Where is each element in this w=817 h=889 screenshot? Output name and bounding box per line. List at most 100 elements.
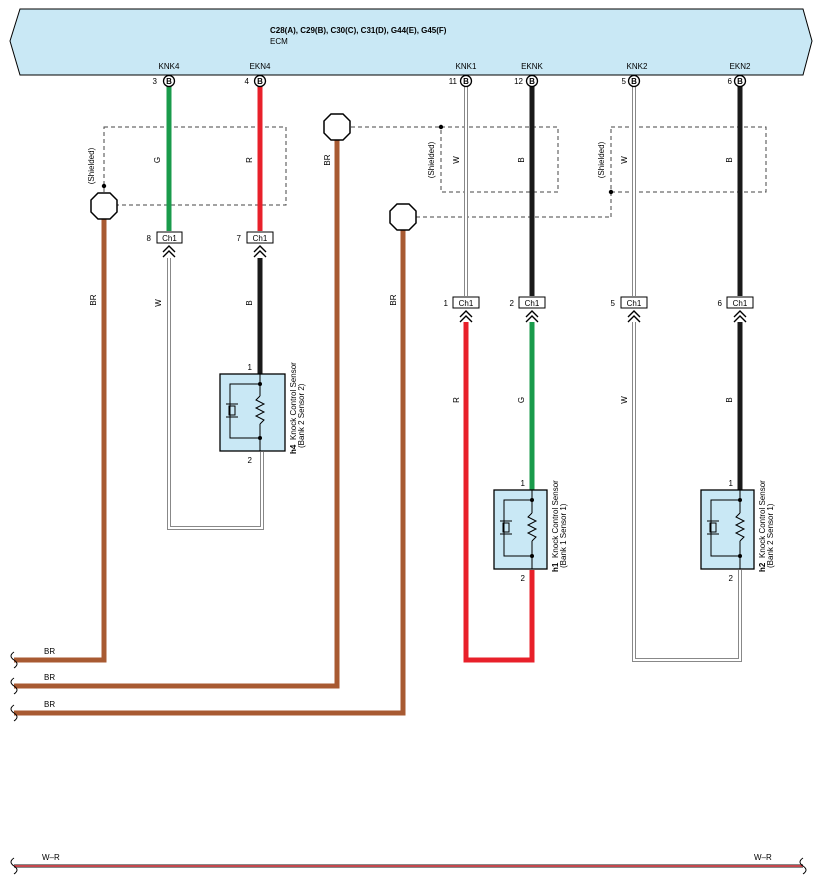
svg-text:1: 1 <box>521 479 526 488</box>
svg-text:Knock Control Sensor: Knock Control Sensor <box>758 480 767 558</box>
svg-text:Knock Control Sensor: Knock Control Sensor <box>551 480 560 558</box>
svg-text:(Bank 2 Sensor 1): (Bank 2 Sensor 1) <box>766 503 775 568</box>
svg-text:2: 2 <box>248 456 253 465</box>
svg-text:6: 6 <box>718 299 723 308</box>
wire-label: G <box>517 397 526 403</box>
svg-text:Ch1: Ch1 <box>525 299 540 308</box>
ecm-pin-knk4: B 3 <box>153 74 176 88</box>
svg-text:8: 8 <box>147 234 152 243</box>
wire-label: B <box>725 157 734 162</box>
svg-text:4: 4 <box>245 77 250 86</box>
shield-label: (Shielded) <box>597 141 606 178</box>
wire-label: BR <box>89 294 98 305</box>
wire-break-icon <box>10 704 18 722</box>
ground-wire-label: BR <box>44 673 55 682</box>
svg-text:3: 3 <box>153 77 158 86</box>
ecm-pin-knk2: B 5 <box>622 74 641 88</box>
wire-break-icon <box>10 651 18 669</box>
svg-text:5: 5 <box>611 299 616 308</box>
svg-text:(Bank 2 Sensor 2): (Bank 2 Sensor 2) <box>297 383 306 448</box>
svg-text:Ch1: Ch1 <box>627 299 642 308</box>
shield-label: (Shielded) <box>427 141 436 178</box>
ch1-connector-2: Ch1 2 <box>510 296 546 323</box>
knock-sensor-h2: 1 2 h2 Knock Control Sensor (Bank 2 Sens… <box>700 479 775 583</box>
svg-text:B: B <box>463 77 469 86</box>
svg-text:11: 11 <box>449 77 458 86</box>
shield-label: (Shielded) <box>87 147 96 184</box>
wire-label: W <box>620 156 629 164</box>
svg-text:h2: h2 <box>758 562 767 572</box>
ch1-connector-6: Ch1 6 <box>718 296 754 323</box>
wire-label: G <box>153 157 162 163</box>
bottom-wire-label-left: W–R <box>42 853 60 862</box>
svg-text:6: 6 <box>728 77 733 86</box>
shield-ground-octagon <box>90 192 118 220</box>
wire-label: BR <box>323 154 332 165</box>
ecm-block <box>9 8 813 76</box>
svg-text:2: 2 <box>729 574 734 583</box>
wire-h4-w-inner <box>168 258 263 529</box>
pin-signal-knk1: KNK1 <box>456 62 477 71</box>
bottom-wire-label-right: W–R <box>754 853 772 862</box>
shield-box-bank2-s1 <box>610 126 767 193</box>
ch1-connector-1: Ch1 1 <box>444 296 480 323</box>
wire-label: B <box>245 300 254 305</box>
svg-text:2: 2 <box>510 299 515 308</box>
shield-box-bank2-s2 <box>103 126 287 206</box>
svg-text:B: B <box>631 77 637 86</box>
pin-signal-knk2: KNK2 <box>627 62 648 71</box>
wire-label: R <box>452 397 461 403</box>
pin-signal-knk4: KNK4 <box>159 62 180 71</box>
ecm-pin-ekn2: B 6 <box>728 74 747 88</box>
wire-label: B <box>725 397 734 402</box>
ground-wire-label: BR <box>44 647 55 656</box>
ecm-pin-knk1: B 11 <box>449 74 473 88</box>
svg-text:1: 1 <box>444 299 449 308</box>
splice-dot <box>608 189 614 195</box>
knock-sensor-h4: 1 2 h4 Knock Control Sensor (Bank 2 Sens… <box>219 362 306 465</box>
pin-signal-ekn4: EKN4 <box>250 62 271 71</box>
ecm-connectors: C28(A), C29(B), C30(C), C31(D), G44(E), … <box>270 26 447 35</box>
svg-text:Knock Control Sensor: Knock Control Sensor <box>289 362 298 440</box>
pin-signal-ekn2: EKN2 <box>730 62 751 71</box>
wire-label: W <box>620 396 629 404</box>
svg-text:12: 12 <box>514 77 523 86</box>
wire-label: W <box>154 299 163 307</box>
wire-break-icon <box>10 677 18 695</box>
ch1-connector-5: Ch1 5 <box>611 296 648 323</box>
shield-ground-octagon <box>389 203 417 231</box>
wire-br-ground-2 <box>14 138 340 689</box>
splice-dot <box>438 124 444 130</box>
svg-text:B: B <box>529 77 535 86</box>
shield-box-bank1-s1 <box>440 126 559 193</box>
pin-signal-eknk: EKNK <box>521 62 543 71</box>
wire-label: BR <box>389 294 398 305</box>
svg-text:5: 5 <box>622 77 627 86</box>
svg-text:h1: h1 <box>551 562 560 572</box>
splice-dot <box>101 183 107 189</box>
svg-text:Ch1: Ch1 <box>253 234 268 243</box>
wire-label: W <box>452 156 461 164</box>
svg-text:B: B <box>737 77 743 86</box>
shield-ground-octagon <box>323 113 351 141</box>
svg-text:h4: h4 <box>289 444 298 454</box>
svg-text:7: 7 <box>237 234 242 243</box>
wire-br-ground-3 <box>14 228 406 716</box>
svg-text:B: B <box>257 77 263 86</box>
knock-sensor-h1: 1 2 h1 Knock Control Sensor (Bank 1 Sens… <box>493 479 568 583</box>
ecm-pin-eknk: B 12 <box>514 74 539 88</box>
svg-text:1: 1 <box>248 363 253 372</box>
svg-text:(Bank 1 Sensor 1): (Bank 1 Sensor 1) <box>559 503 568 568</box>
wire-break-icon <box>10 857 18 875</box>
ecm-name: ECM <box>270 37 288 46</box>
svg-text:1: 1 <box>729 479 734 488</box>
ecm-pin-ekn4: B 4 <box>245 74 267 88</box>
wire-break-icon <box>799 857 807 875</box>
svg-text:Ch1: Ch1 <box>733 299 748 308</box>
wire-h2-w-inner <box>633 322 741 661</box>
wire-br-ground-1 <box>14 217 107 663</box>
ch1-connector-8: Ch1 8 <box>147 231 183 258</box>
wire-label: R <box>245 157 254 163</box>
ground-wire-label: BR <box>44 700 55 709</box>
